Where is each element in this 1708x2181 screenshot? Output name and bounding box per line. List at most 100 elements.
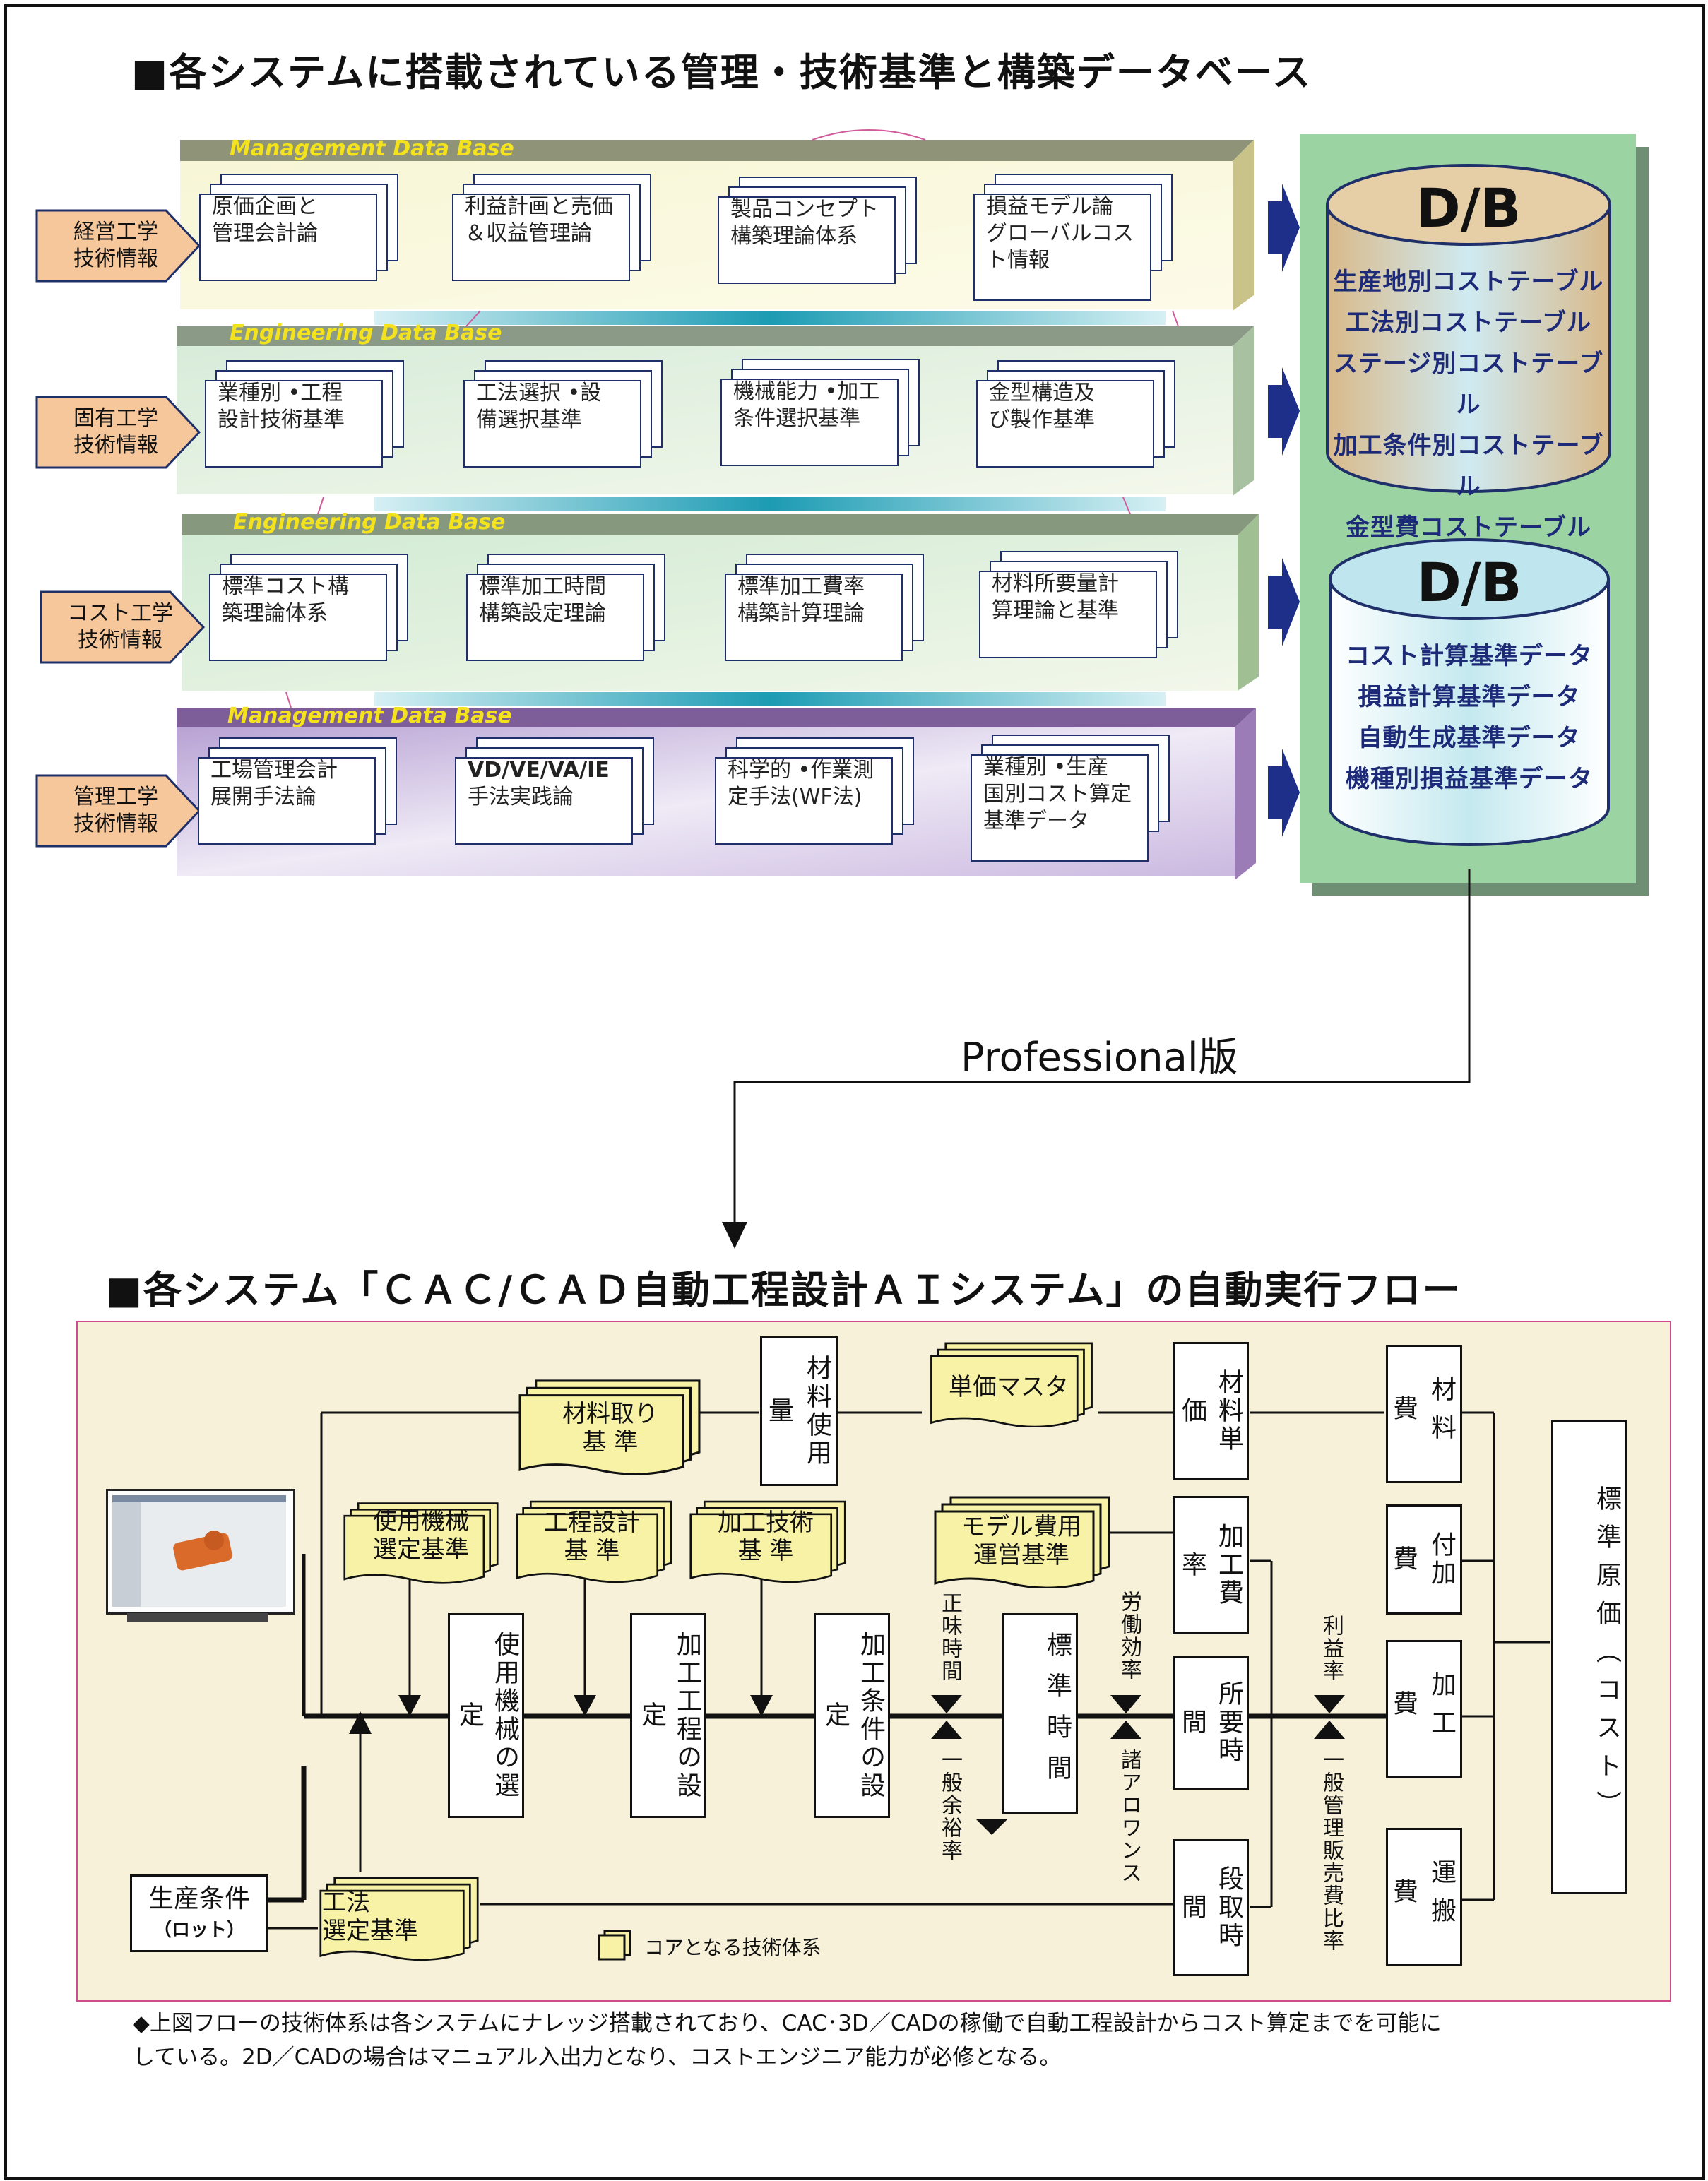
doc-line: 手法実践論 (468, 785, 574, 809)
label-net-time: 正味時間 (937, 1592, 962, 1682)
ydoc-process-design: 工程設計基 準 (516, 1493, 672, 1589)
doc-line: 備選択基準 (476, 408, 582, 432)
doc-machine-capability: 機械能力 •加工条件選択基準 (720, 359, 920, 466)
doc-line: 算理論と基準 (992, 598, 1119, 623)
professional-connector (722, 869, 1471, 1249)
layer1-header: Management Data Base (230, 136, 514, 161)
doc-standard-rate: 標準加工費率構築計算理論 (725, 554, 924, 661)
doc-line: 金型構造及 (989, 381, 1095, 405)
source-line-2: 技術情報 (73, 246, 158, 271)
page-frame (4, 4, 1705, 2180)
db2-row: 損益計算基準データ (1358, 683, 1581, 711)
ydoc-line: 基 準 (582, 1428, 639, 1456)
lot-label: （ロット） (153, 1920, 245, 1941)
doc-line: 基準データ (983, 809, 1089, 833)
doc-line: 業種別 •工程 (218, 381, 343, 405)
db1-title: D/B (1416, 177, 1522, 239)
doc-line: ト情報 (986, 248, 1050, 273)
source-inherent-engineering: 固有工学技術情報 (35, 396, 201, 469)
doc-profit-plan: 利益計画と売価＆収益管理論 (452, 174, 651, 281)
ydoc-line: 工法 (322, 1889, 370, 1917)
doc-line: 製品コンセプト (730, 197, 879, 222)
box-standard-time: 標準時間 (1002, 1613, 1078, 1814)
doc-line: VD/VE/VA/IE (468, 758, 610, 783)
source-line-2: 技術情報 (73, 812, 158, 836)
doc-material-requirement: 材料所要量計算理論と基準 (979, 551, 1178, 658)
box-required-time: 所要時間 (1173, 1656, 1249, 1790)
doc-line: 科学的 •作業測 (728, 758, 874, 783)
doc-line: 損益モデル論 (986, 194, 1113, 219)
doc-line: 定手法(WF法) (728, 785, 862, 809)
doc-country-cost: 業種別 •生産国別コスト算定基準データ (971, 735, 1170, 862)
doc-line: 標準コスト構 (222, 574, 349, 599)
doc-line: 構築理論体系 (730, 224, 858, 249)
box-condition-set: 加工条件の設定 (814, 1613, 890, 1818)
source-line-1: 固有工学 (73, 406, 158, 431)
ydoc-line: 工程設計 (544, 1509, 640, 1537)
doc-line: 条件選択基準 (733, 406, 860, 431)
doc-cost-planning: 原価企画と管理会計論 (199, 174, 398, 281)
doc-standard-cost: 標準コスト構築理論体系 (209, 554, 408, 661)
doc-line: 標準加工費率 (737, 574, 865, 599)
ydoc-line: 運営基準 (973, 1541, 1069, 1569)
section1-title: ■各システムに搭載されている管理・技術基準と構築データベース (131, 50, 1312, 95)
source-management-engineering: 経営工学技術情報 (35, 209, 201, 283)
ydoc-line: 単価マスタ (949, 1373, 1069, 1401)
db2-row: 自動生成基準データ (1358, 724, 1581, 752)
doc-line: 標準加工時間 (479, 574, 606, 599)
legend-core-tech: コアとなる技術体系 (595, 1928, 877, 1963)
db1-row: 加工条件別コストテーブル (1333, 432, 1604, 501)
layer3-header: Engineering Data Base (233, 510, 506, 535)
ydoc-method-select: 工法選定基準 (319, 1869, 479, 1968)
professional-label: Professional版 (961, 1035, 1238, 1081)
doc-line: ＆収益管理論 (465, 221, 592, 246)
production-condition-label: 生産条件 (148, 1884, 250, 1913)
ydoc-machining-tech: 加工技術基 準 (689, 1493, 846, 1589)
doc-line: 構築設定理論 (479, 601, 606, 626)
ydoc-material-take: 材料取り基 準 (518, 1377, 701, 1476)
doc-line: 国別コスト算定 (983, 782, 1132, 807)
box-material-usage: 材料使用量 (760, 1336, 838, 1486)
db-cylinder-cost-tables: D/B 生産地別コストテーブル 工法別コストテーブル ステージ別コストテーブル … (1325, 162, 1612, 542)
db-cylinder-standard-data: D/B コスト計算基準データ 損益計算基準データ 自動生成基準データ 機種別損益… (1328, 537, 1611, 848)
source-line-1: 経営工学 (73, 220, 158, 244)
ydoc-line: モデル費用 (961, 1513, 1081, 1541)
ydoc-line: 基 準 (564, 1537, 620, 1565)
doc-industry-process: 業種別 •工程設計技術基準 (205, 360, 404, 468)
db1-row: 金型費コストテーブル (1346, 513, 1591, 542)
note-line-2: している。2D／CADの場合はマニュアル入出力となり、コストエンジニア能力が必修… (133, 2045, 1062, 2070)
ydoc-line: 加工技術 (718, 1509, 814, 1537)
source-line-1: コスト工学 (67, 601, 173, 626)
box-setup-time: 段取時間 (1173, 1839, 1249, 1976)
source-management-tech: 管理工学技術情報 (35, 774, 201, 848)
doc-line: 設計技術基準 (218, 408, 345, 432)
doc-factory-accounting: 工場管理会計展開手法論 (198, 737, 397, 845)
doc-line: 機械能力 •加工 (733, 379, 880, 404)
legend-text: コアとなる技術体系 (644, 1936, 822, 1959)
ydoc-line: 選定基準 (373, 1535, 469, 1564)
doc-line: 材料所要量計 (992, 571, 1119, 596)
source-line-2: 技術情報 (78, 628, 162, 653)
box-machine-select: 使用機械の選定 (448, 1613, 524, 1818)
cad-monitor-icon (106, 1489, 295, 1623)
db1-row: 生産地別コストテーブル (1333, 268, 1604, 296)
doc-line: 原価企画と (212, 194, 318, 219)
label-profit-rate: 利益率 (1319, 1615, 1344, 1682)
source-line-1: 管理工学 (73, 785, 158, 809)
label-allowances: 諸アロワンス (1117, 1749, 1141, 1884)
doc-line: 工場管理会計 (210, 758, 338, 783)
doc-line: び製作基準 (989, 408, 1095, 432)
ydoc-line: 使用機械 (373, 1507, 469, 1535)
note-line-1: ◆上図フローの技術体系は各システムにナレッジ搭載されており、CAC･3D／CAD… (133, 2011, 1442, 2036)
doc-product-concept: 製品コンセプト構築理論体系 (718, 177, 917, 284)
ydoc-line: 選定基準 (322, 1917, 418, 1945)
db1-row: 工法別コストテーブル (1346, 309, 1591, 337)
doc-mold-structure: 金型構造及び製作基準 (976, 360, 1175, 468)
label-allowance: 一般余裕率 (937, 1749, 962, 1862)
doc-line: グローバルコス (986, 221, 1134, 246)
doc-line: 築理論体系 (222, 601, 328, 626)
doc-line: 工法選択 •設 (476, 381, 602, 405)
box-transport-cost: 運搬費 (1386, 1828, 1462, 1966)
source-cost-engineering: コスト工学技術情報 (40, 590, 206, 664)
